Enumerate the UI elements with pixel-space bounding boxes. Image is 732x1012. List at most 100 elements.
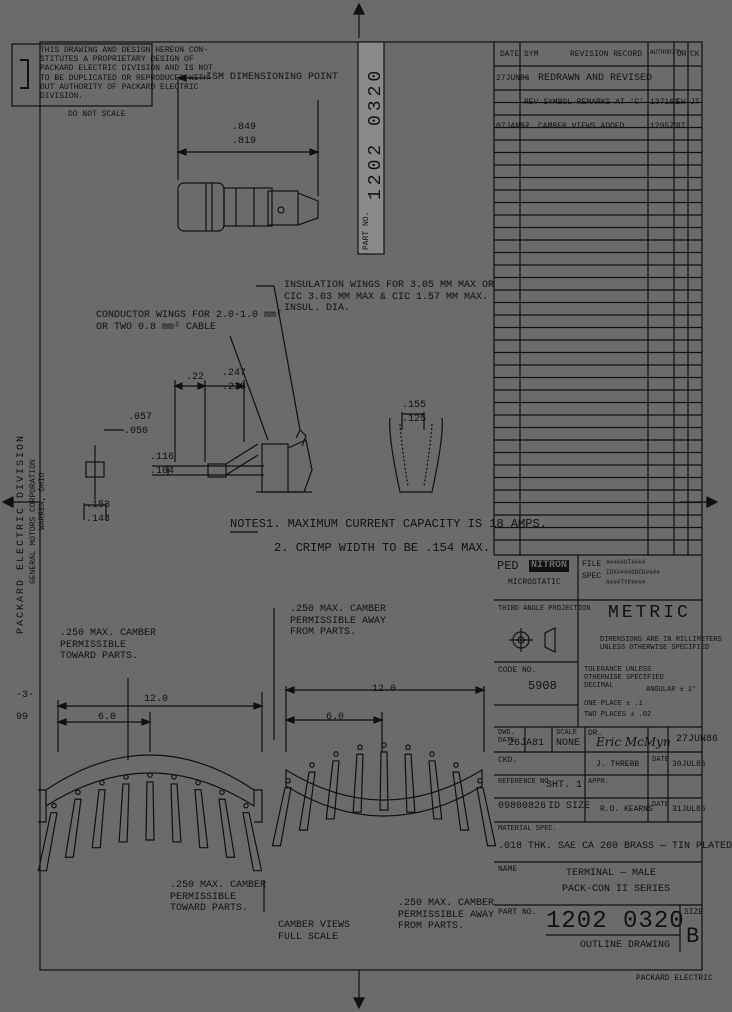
appr-date: 31JUL86: [672, 805, 706, 814]
terminal-pin: [379, 751, 389, 811]
dim-6-left: 6.0: [98, 712, 117, 723]
proprietary-notice: THIS DRAWING AND DESIGN HEREON CON- STIT…: [40, 46, 213, 101]
dim-050: .050: [124, 426, 149, 437]
carrier-hole: [357, 744, 363, 751]
dim-116: .116: [150, 452, 175, 463]
camber-note-left-top: .250 MAX. CAMBER PERMISSIBLE TOWARD PART…: [60, 628, 157, 662]
spec-value: IDX####DOCU####: [606, 569, 661, 576]
terminal-pin: [145, 781, 155, 841]
camber-view-away: [273, 608, 486, 817]
material-spec: .018 THK. SAE CA 260 BRASS — TIN PLATED: [498, 841, 732, 852]
file-label: FILE: [582, 560, 602, 569]
carrier-hole: [333, 751, 339, 757]
terminal-pin: [64, 798, 82, 858]
dim-057: .057: [128, 412, 153, 423]
ckd-label: CKD.: [498, 756, 518, 765]
dr-date: 27JUN86: [676, 734, 719, 745]
dwg-date: 26JA81: [508, 738, 545, 749]
material-label: MATERIAL SPEC.: [498, 825, 557, 833]
scale-label: SCALE: [556, 729, 578, 737]
title-block: [494, 554, 702, 952]
division-corporation: GENERAL MOTORS CORPORATION: [29, 459, 38, 584]
outline-drawing-label: OUTLINE DRAWING: [580, 940, 671, 951]
one-place-tolerance: ONE PLACE ± .1: [584, 700, 643, 708]
file-value: #####UT####: [606, 559, 646, 566]
reference-no: 09800826: [498, 801, 547, 812]
dim-233: .233: [222, 382, 247, 393]
drafter-signature: Eric McMyn: [596, 735, 671, 749]
microstatic-label: MICROSTATIC: [508, 578, 561, 587]
footer-company: PACKARD ELECTRIC: [636, 974, 713, 983]
terminal-pin: [194, 789, 209, 849]
checker-name: J. THREBB: [596, 760, 640, 769]
rev-row-2-record: REV SYMBOL REMARKS AT 'C': [524, 98, 645, 107]
centering-arrow-bottom: [353, 970, 365, 1010]
note-1: 1. MAXIMUM CURRENT CAPACITY IS 18 AMPS.: [266, 517, 547, 531]
dim-12-left: 12.0: [144, 694, 169, 705]
terminal-pin: [428, 760, 443, 820]
part-label-tag: [357, 41, 385, 255]
spec-label: SPEC: [582, 572, 602, 581]
terminal-pin: [352, 753, 364, 813]
ped-label: PED: [497, 559, 519, 573]
terminal-end-view: [83, 429, 124, 520]
terminal-pin: [37, 812, 58, 872]
rev-header-sym: SYM: [524, 50, 539, 59]
camber-views-label: CAMBER VIEWS FULL SCALE: [278, 920, 351, 943]
scale-value: NONE: [556, 738, 581, 749]
carrier-hole: [219, 789, 225, 796]
carrier-hole: [195, 779, 201, 786]
carrier-hole: [171, 774, 177, 780]
terminal-pin: [170, 783, 182, 843]
camber-note-left-bottom: .250 MAX. CAMBER PERMISSIBLE TOWARD PART…: [170, 880, 267, 914]
insulation-wings-end-view: [389, 412, 443, 493]
appr-date-label: DATE: [652, 801, 669, 809]
appr-label: APPR.: [588, 778, 610, 786]
rev-header-date: DATE: [500, 50, 520, 59]
terminal-pin: [242, 812, 263, 872]
rev-header-dr: DR: [677, 50, 687, 59]
dim-22: .22: [186, 372, 205, 383]
dim-12-right: 12.0: [372, 684, 397, 695]
rev-row-1-record: REDRAWN AND REVISED: [538, 73, 653, 84]
sheet-label: SHT. 1: [546, 780, 583, 791]
rev-row-2-ck: JT: [690, 98, 700, 107]
terminal-pin: [118, 783, 130, 843]
carrier-hole: [147, 772, 153, 778]
centering-arrow-top: [353, 2, 365, 38]
rev-row-1-date: 27JUN86: [496, 74, 530, 83]
dim-6-right: 6.0: [326, 712, 345, 723]
carrier-hole: [123, 774, 129, 780]
rev-row-3-date: 07JAN87: [496, 122, 530, 131]
rev-row-3-dr: JT: [676, 122, 686, 131]
part-tag-caption: PART NO.: [362, 211, 371, 250]
terminal-pin: [91, 789, 106, 849]
leader-insulation-wings: [273, 285, 301, 431]
insulation-wings-note: INSULATION WINGS FOR 3.05 MM MAX OR CIC …: [284, 280, 495, 314]
dr-label: DR.: [588, 729, 603, 738]
carrier-hole: [75, 789, 81, 796]
part-name-line1: TERMINAL — MALE: [566, 868, 657, 879]
metric-label: METRIC: [608, 603, 691, 623]
sheet-ref: -3-: [16, 690, 35, 701]
company-logo: NITRON: [529, 560, 570, 572]
dim-849: .849: [232, 122, 257, 133]
ism-dimensioning-point: ISM DIMENSIONING POINT: [206, 72, 339, 83]
camber-note-right-top: .250 MAX. CAMBER PERMISSIBLE AWAY FROM P…: [290, 604, 387, 638]
dim-155: .155: [402, 400, 427, 411]
reference-label: REFERENCE NO.: [498, 778, 553, 786]
terminal-pin: [325, 760, 340, 820]
carrier-hole: [99, 779, 105, 786]
carrier-hole: [453, 762, 459, 768]
part-name-line2: PACK-CON II SERIES: [562, 884, 671, 895]
third-angle-symbol: [509, 627, 556, 653]
leader-conductor-wings: [229, 335, 269, 441]
conductor-wings-note: CONDUCTOR WINGS FOR 2.0-1.0 mm² OR TWO 0…: [96, 310, 283, 333]
dwg-date-label: DWG. DATE: [498, 729, 515, 746]
rev-row-2-auth: 137163: [650, 98, 679, 107]
dim-819: .819: [232, 136, 257, 147]
part-number: 1202 0320: [546, 908, 685, 935]
projection-label: THIRD ANGLE PROJECTION: [498, 605, 591, 613]
division-name: PACKARD ELECTRIC DIVISION: [16, 433, 27, 634]
